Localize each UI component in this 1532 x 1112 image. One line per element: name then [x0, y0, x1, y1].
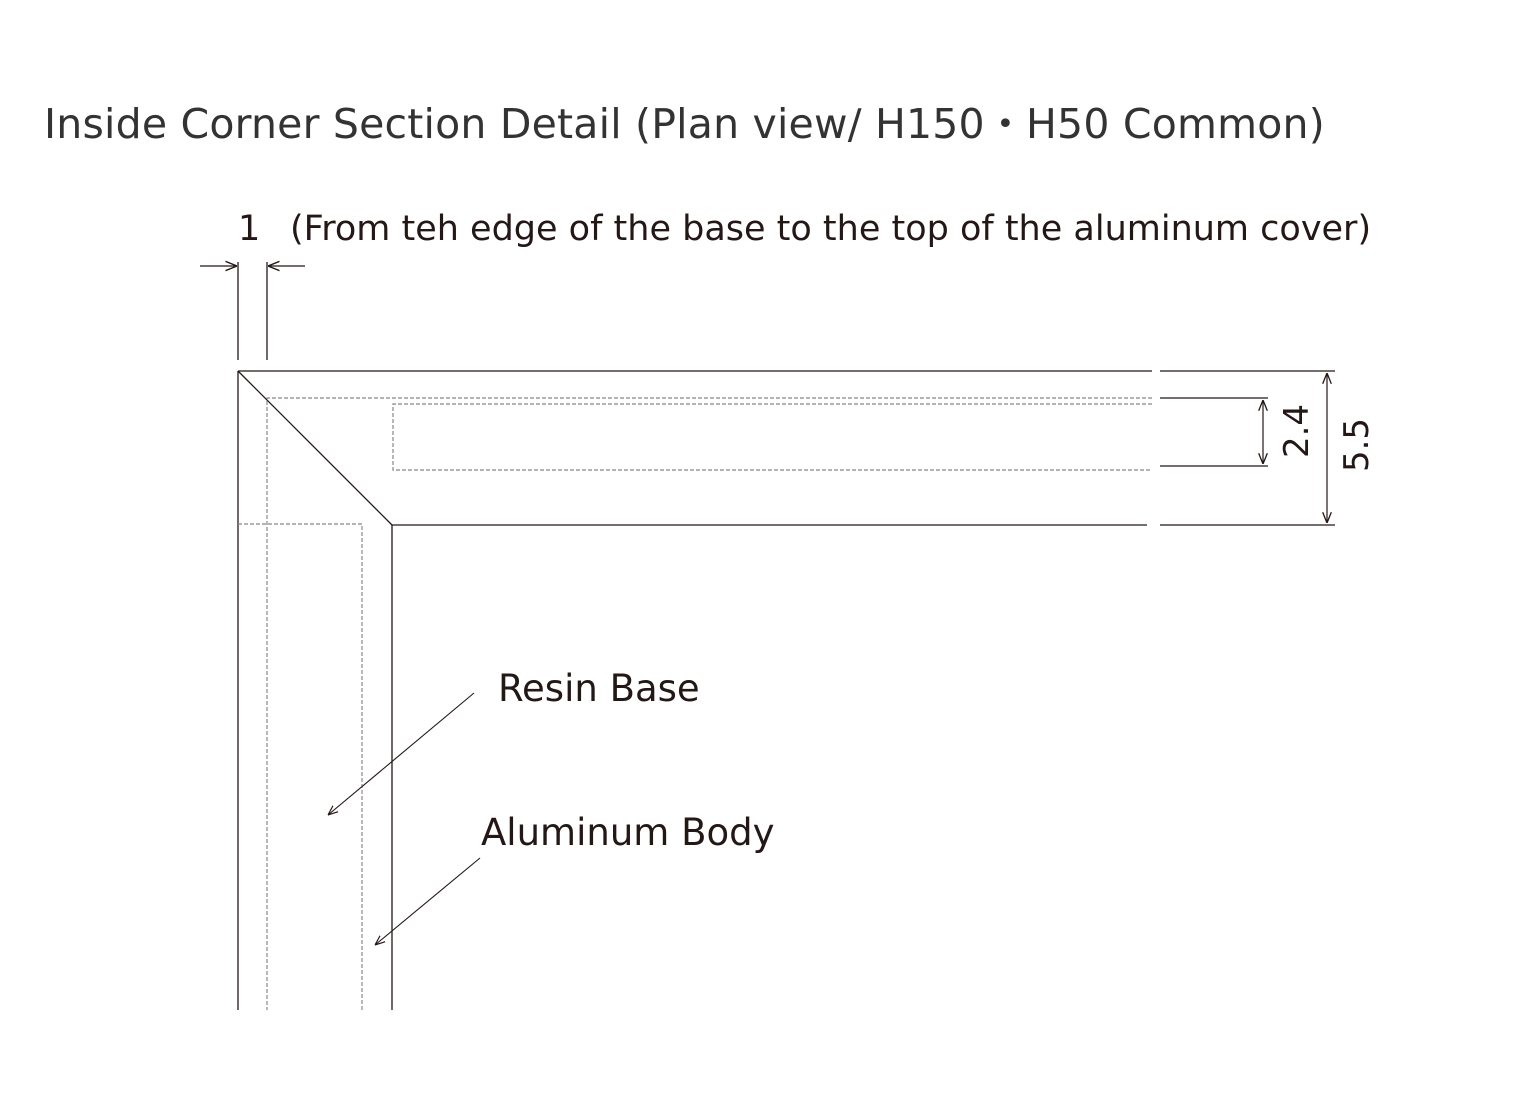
edge-offset-dimension: 1: [238, 209, 261, 249]
edge-offset-note: (From teh edge of the base to the top of…: [290, 209, 1372, 249]
right-dimensions: [1160, 370, 1335, 526]
resin-base-hidden-lines: [238, 397, 1152, 1010]
aluminum-body-outline: [237, 370, 1152, 1010]
diagram-title: Inside Corner Section Detail (Plan view/…: [44, 100, 1325, 148]
aluminum-body-leader: [375, 857, 481, 945]
leader-lines: [328, 692, 481, 945]
resin-base-label: Resin Base: [498, 667, 700, 710]
resin-base-leader: [328, 692, 475, 815]
aluminum-body-label: Aluminum Body: [481, 811, 775, 854]
edge-offset-dimension-lines: [200, 262, 305, 360]
